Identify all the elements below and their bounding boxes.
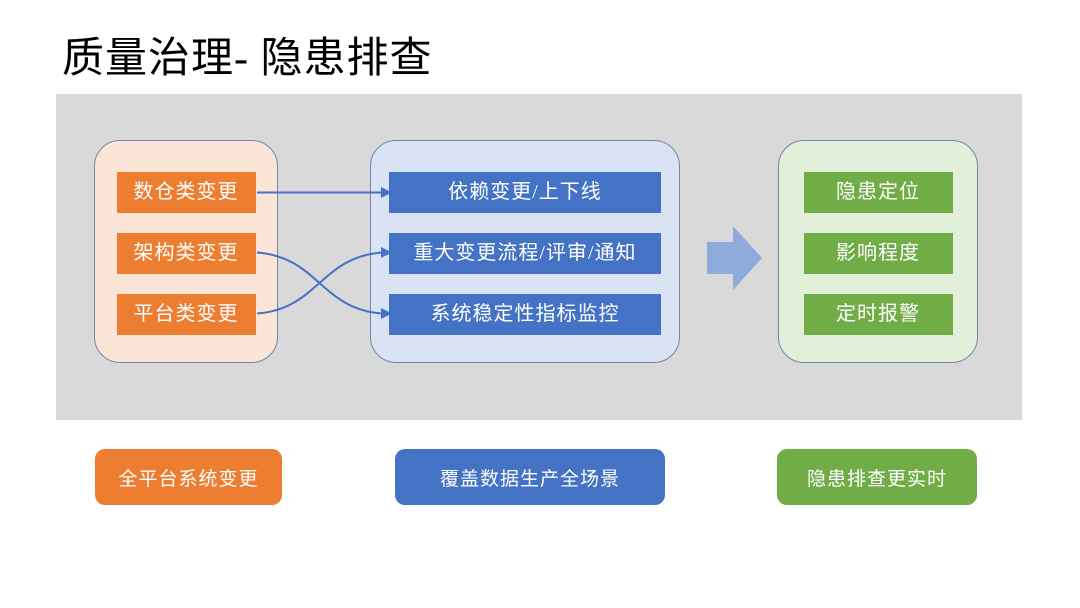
outcome-item: 定时报警	[803, 294, 953, 335]
coverage-group: 依赖变更/上下线 重大变更流程/评审/通知 系统稳定性指标监控	[370, 140, 680, 363]
source-change-item: 架构类变更	[116, 233, 256, 274]
coverage-item: 重大变更流程/评审/通知	[389, 233, 661, 274]
block-arrow-icon	[707, 226, 762, 290]
footer-label-platform-changes: 全平台系统变更	[95, 449, 282, 505]
outcome-item: 隐患定位	[803, 172, 953, 213]
footer-label-coverage: 覆盖数据生产全场景	[395, 449, 665, 505]
coverage-item: 系统稳定性指标监控	[389, 294, 661, 335]
diagram-panel: 数仓类变更 架构类变更 平台类变更 依赖变更/上下线 重大变更流程/评审/通知 …	[56, 94, 1022, 420]
outcome-item: 影响程度	[803, 233, 953, 274]
outcomes-group: 隐患定位 影响程度 定时报警	[778, 140, 978, 363]
source-change-item: 平台类变更	[116, 294, 256, 335]
footer-label-realtime: 隐患排查更实时	[777, 449, 977, 505]
source-change-item: 数仓类变更	[116, 172, 256, 213]
coverage-item: 依赖变更/上下线	[389, 172, 661, 213]
page-title: 质量治理- 隐患排查	[62, 36, 433, 82]
source-changes-group: 数仓类变更 架构类变更 平台类变更	[94, 140, 278, 363]
